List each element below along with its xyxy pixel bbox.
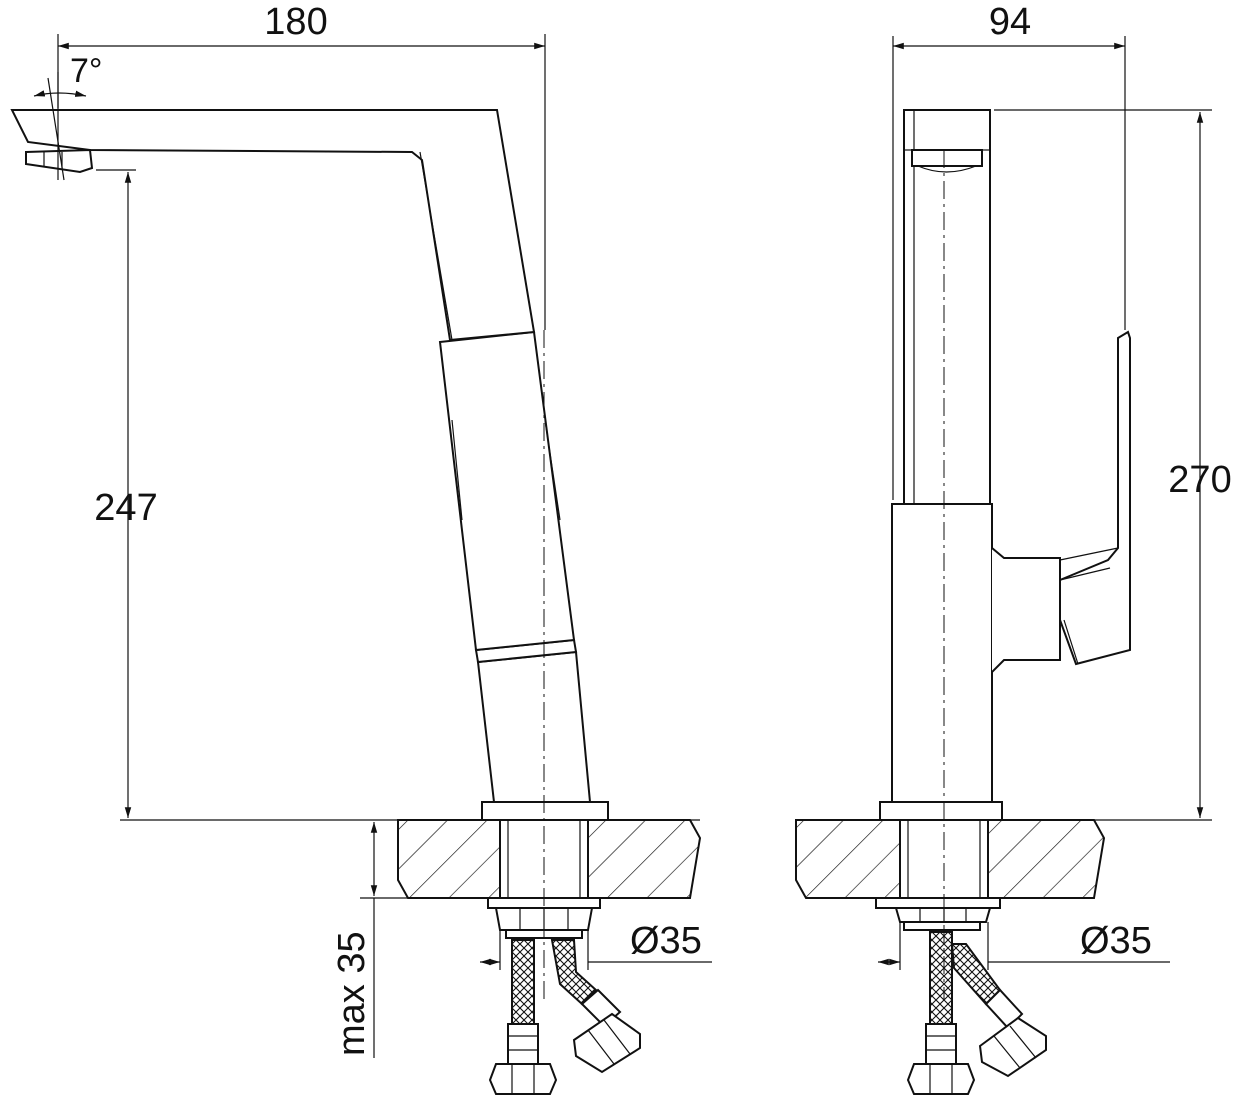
dim-max-countertop: max 35 xyxy=(331,931,373,1056)
front-view: 94 270 Ø35 xyxy=(795,1,1232,1095)
dim-total-height: 270 xyxy=(1168,459,1231,501)
washer-right xyxy=(875,897,1001,909)
dim-spout-height: 247 xyxy=(94,487,157,529)
dim-spout-angle: 7° xyxy=(70,52,103,90)
side-body-lower xyxy=(476,650,592,803)
side-view: 180 7° 247 max 35 Ø35 xyxy=(10,1,712,1095)
side-spout xyxy=(10,109,536,342)
dim-front-width: 94 xyxy=(989,1,1031,43)
supply-hoses-left xyxy=(488,939,641,1095)
base-flange-left xyxy=(481,801,609,821)
countertop-section-left xyxy=(397,819,702,899)
dim-side-width: 180 xyxy=(264,1,327,43)
dim-hole-diameter-right: Ø35 xyxy=(1080,920,1152,962)
side-aerator xyxy=(25,148,94,174)
supply-hoses-right xyxy=(906,931,1047,1095)
side-body-upper xyxy=(438,330,576,652)
countertop-section-right xyxy=(795,819,1106,899)
front-body-upper xyxy=(903,109,991,505)
front-body-lower xyxy=(891,503,993,803)
front-aerator xyxy=(911,149,983,167)
dim-hole-diameter-left: Ø35 xyxy=(630,920,702,962)
front-lever-handle xyxy=(1059,330,1131,666)
mounting-shank-right xyxy=(899,819,989,899)
nut-right xyxy=(894,907,992,923)
base-flange-right xyxy=(879,801,1003,821)
